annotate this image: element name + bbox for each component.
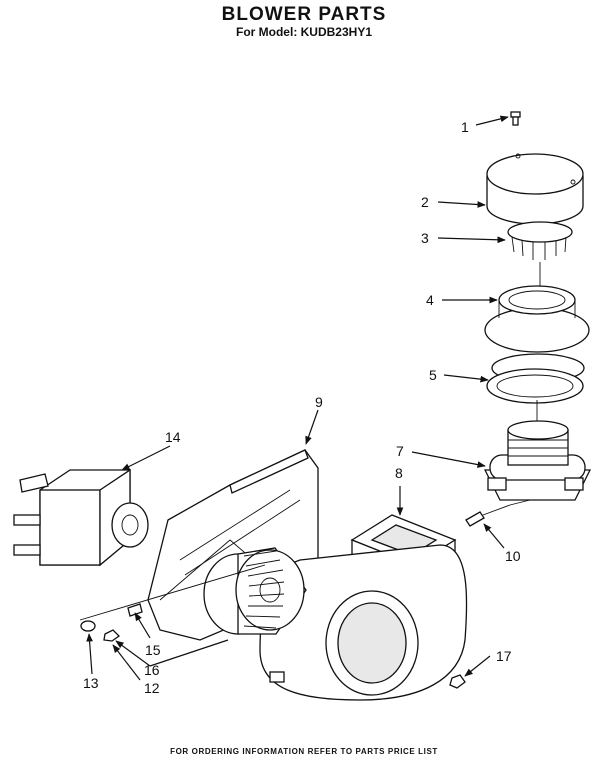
callout-5: 5 <box>429 367 437 383</box>
part-2-cover <box>486 153 584 225</box>
part-7-bearing-housing <box>483 420 592 501</box>
part-1-screw <box>510 111 521 126</box>
callout-10: 10 <box>505 548 521 564</box>
callout-numbers: 1 2 3 4 5 7 8 9 10 12 13 14 15 16 17 <box>83 119 521 696</box>
callout-17: 17 <box>496 648 512 664</box>
leader-lines <box>79 115 509 681</box>
callout-9: 9 <box>315 394 323 410</box>
part-15-screw <box>127 603 143 617</box>
part-16-nut <box>103 629 121 642</box>
part-10-screw <box>465 499 531 527</box>
callout-12: 12 <box>144 680 160 696</box>
part-14-motor <box>13 468 149 567</box>
part-13-washer <box>80 620 96 632</box>
page-title: BLOWER PARTS <box>221 4 387 25</box>
callout-14: 14 <box>165 429 181 445</box>
part-3-grommet <box>507 221 573 260</box>
model-subtitle: For Model: KUDB23HY1 <box>235 25 372 39</box>
callout-16: 16 <box>144 662 160 678</box>
blower-wheel <box>203 547 307 635</box>
part-5-gasket <box>486 353 585 404</box>
callout-13: 13 <box>83 675 99 691</box>
ordering-footer-note: FOR ORDERING INFORMATION REFER TO PARTS … <box>170 747 438 756</box>
callout-7: 7 <box>396 443 404 459</box>
callout-3: 3 <box>421 230 429 246</box>
part-17-screw <box>449 674 466 689</box>
part-4-collar <box>484 285 590 353</box>
blower-housing <box>259 544 468 701</box>
callout-4: 4 <box>426 292 434 308</box>
callout-15: 15 <box>145 642 161 658</box>
callout-2: 2 <box>421 194 429 210</box>
callout-8: 8 <box>395 465 403 481</box>
callout-1: 1 <box>461 119 469 135</box>
